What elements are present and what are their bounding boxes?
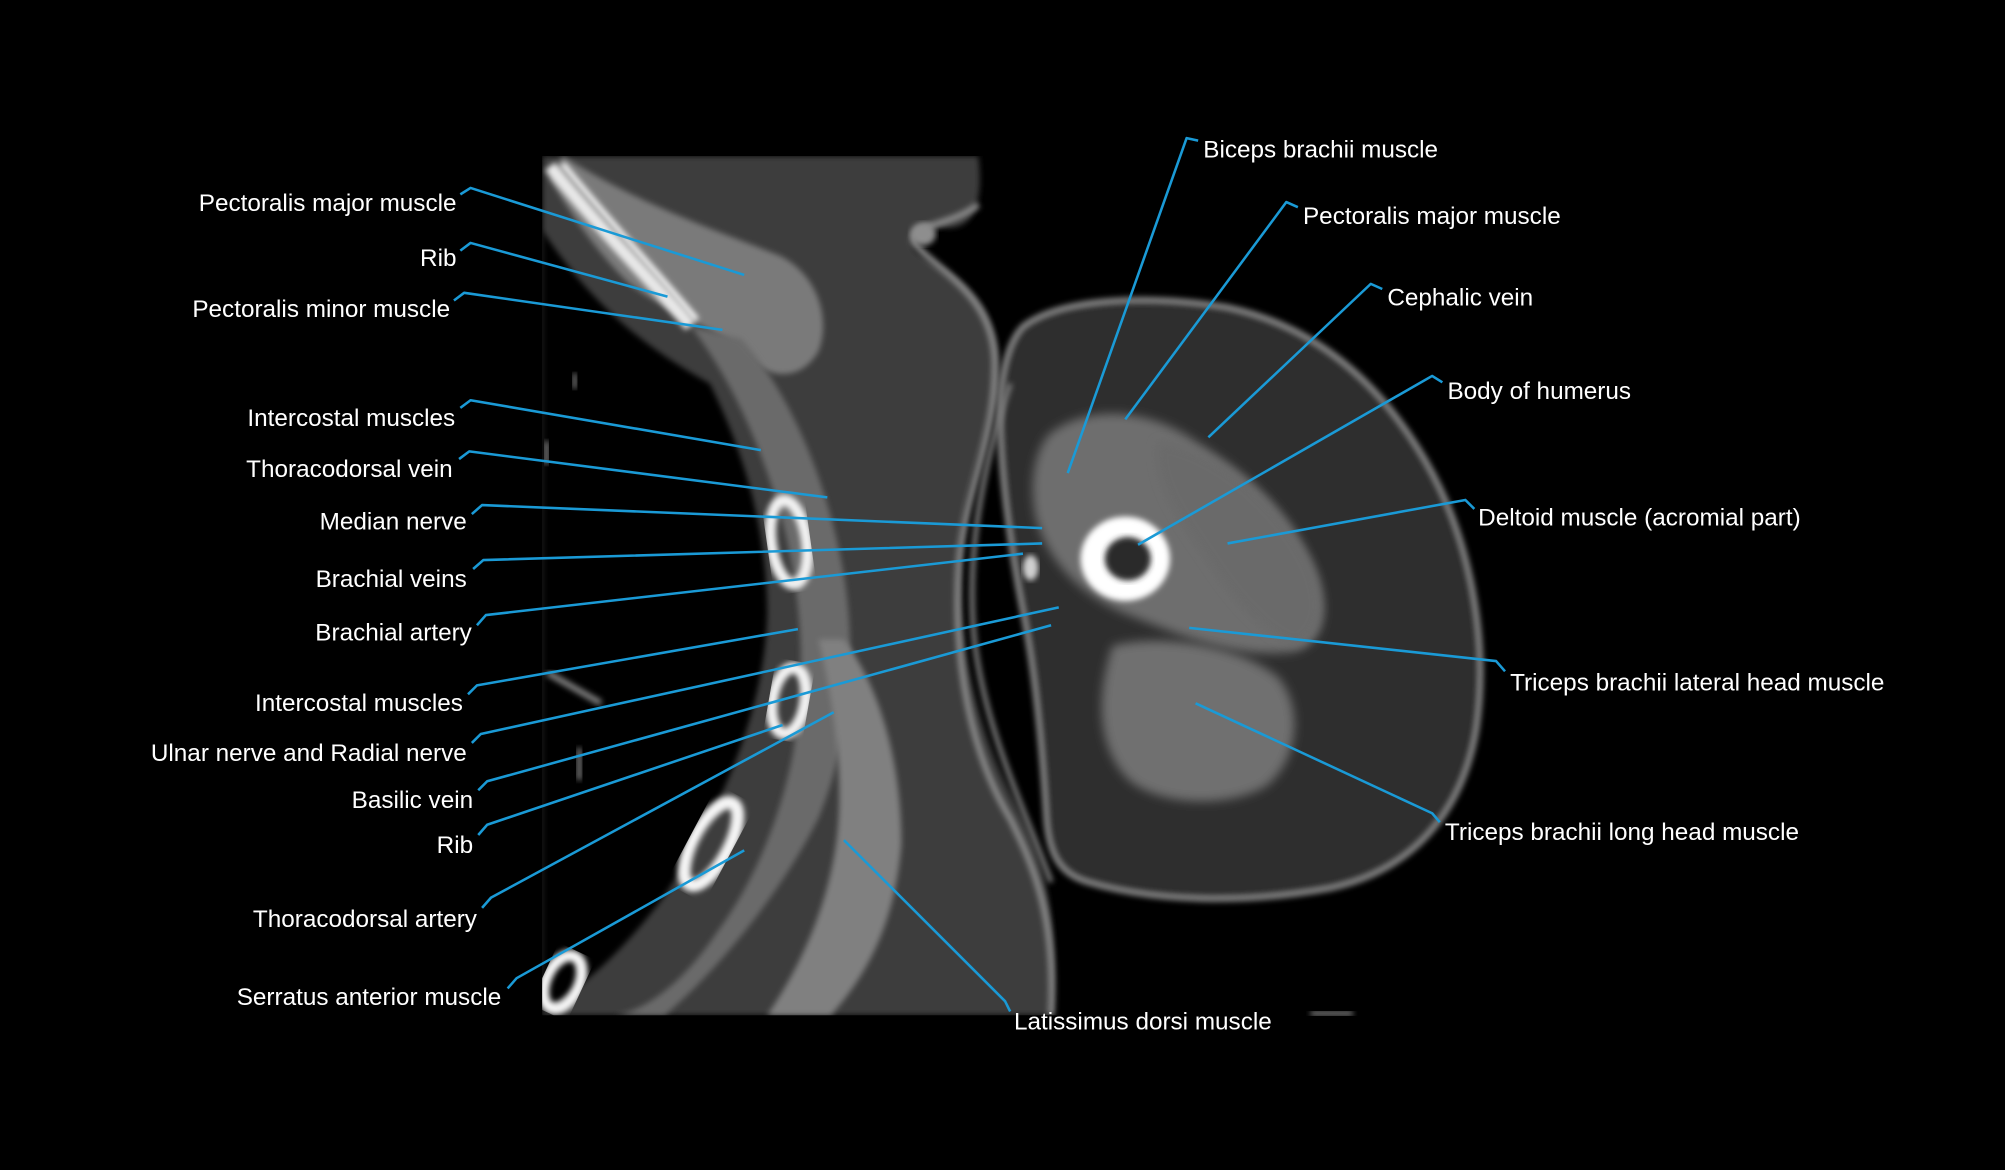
leader-line bbox=[477, 723, 783, 836]
annotation-triceps-long-head: Triceps brachii long head muscle bbox=[1195, 702, 1799, 846]
label-text: Pectoralis minor muscle bbox=[192, 296, 450, 323]
annotation-triceps-lateral-head: Triceps brachii lateral head muscle bbox=[1189, 626, 1884, 696]
label-text: Intercostal muscles bbox=[247, 405, 455, 432]
annotation-basilic-vein: Basilic vein bbox=[352, 624, 1052, 814]
annotation-intercostal-upper: Intercostal muscles bbox=[247, 398, 762, 452]
leader-line bbox=[453, 291, 723, 332]
label-text: Serratus anterior muscle bbox=[237, 984, 502, 1011]
leader-line bbox=[459, 398, 762, 452]
annotation-ulnar-radial-nerve: Ulnar nerve and Radial nerve bbox=[151, 606, 1060, 767]
annotation-brachial-veins: Brachial veins bbox=[316, 542, 1043, 593]
label-text: Thoracodorsal artery bbox=[253, 906, 478, 933]
annotation-pectoralis-minor: Pectoralis minor muscle bbox=[192, 291, 723, 332]
label-text: Median nerve bbox=[320, 508, 467, 535]
label-text: Brachial veins bbox=[316, 566, 467, 593]
label-text: Pectoralis major muscle bbox=[1303, 203, 1561, 230]
scan-artifact bbox=[1310, 1011, 1353, 1016]
annotation-pectoralis-major-right: Pectoralis major muscle bbox=[1124, 200, 1561, 421]
label-text: Pectoralis major muscle bbox=[199, 190, 457, 217]
annotation-rib-upper: Rib bbox=[420, 241, 668, 298]
label-text: Biceps brachii muscle bbox=[1203, 136, 1438, 163]
right-annotations: Biceps brachii muscle Pectoralis major m… bbox=[843, 136, 1884, 1035]
label-text: Thoracodorsal vein bbox=[246, 456, 453, 483]
leader-line bbox=[1066, 136, 1199, 474]
leader-line bbox=[1207, 282, 1383, 439]
annotation-rib-lower: Rib bbox=[437, 723, 783, 859]
annotation-body-of-humerus: Body of humerus bbox=[1137, 374, 1631, 546]
annotation-thoracodorsal-vein: Thoracodorsal vein bbox=[246, 450, 828, 499]
leader-line bbox=[477, 624, 1052, 792]
leader-line bbox=[1137, 374, 1444, 546]
label-text: Basilic vein bbox=[352, 787, 473, 814]
label-text: Ulnar nerve and Radial nerve bbox=[151, 740, 467, 767]
leader-line bbox=[1124, 200, 1299, 421]
annotation-serratus-anterior: Serratus anterior muscle bbox=[237, 849, 745, 1011]
leader-line bbox=[843, 839, 1012, 1013]
annotation-intercostal-lower: Intercostal muscles bbox=[255, 627, 799, 717]
leader-line bbox=[467, 627, 799, 696]
label-text: Rib bbox=[437, 832, 473, 859]
label-text: Rib bbox=[420, 245, 456, 272]
upper-arm-section bbox=[969, 297, 1484, 902]
leader-line bbox=[459, 186, 745, 277]
annotation-cephalic-vein: Cephalic vein bbox=[1207, 282, 1533, 439]
annotation-biceps-brachii: Biceps brachii muscle bbox=[1066, 136, 1438, 474]
annotation-thoracodorsal-artery: Thoracodorsal artery bbox=[253, 711, 835, 933]
leader-line bbox=[459, 241, 668, 298]
leader-line bbox=[472, 542, 1043, 570]
annotation-pectoralis-major-left: Pectoralis major muscle bbox=[199, 186, 745, 277]
annotation-median-nerve: Median nerve bbox=[320, 503, 1043, 535]
left-annotations: Pectoralis major muscle Rib Pectoralis m… bbox=[151, 186, 1060, 1011]
label-text: Brachial artery bbox=[315, 620, 472, 647]
annotation-brachial-artery: Brachial artery bbox=[315, 552, 1024, 647]
annotation-deltoid-acromial: Deltoid muscle (acromial part) bbox=[1227, 498, 1801, 545]
leader-line bbox=[470, 503, 1043, 530]
leader-line bbox=[506, 849, 745, 990]
label-text: Triceps brachii lateral head muscle bbox=[1510, 669, 1884, 696]
label-text: Intercostal muscles bbox=[255, 690, 463, 717]
label-text: Latissimus dorsi muscle bbox=[1014, 1008, 1272, 1035]
leader-line bbox=[1189, 626, 1506, 673]
label-text: Deltoid muscle (acromial part) bbox=[1478, 505, 1801, 532]
label-text: Triceps brachii long head muscle bbox=[1445, 819, 1799, 846]
label-text: Body of humerus bbox=[1447, 378, 1631, 405]
leader-line bbox=[470, 606, 1060, 744]
chest-wall-region bbox=[542, 156, 1056, 1016]
leader-line bbox=[1195, 702, 1441, 824]
leader-line bbox=[481, 711, 835, 909]
leader-line bbox=[1227, 498, 1476, 545]
annotation-latissimus-dorsi: Latissimus dorsi muscle bbox=[843, 839, 1272, 1035]
leader-line bbox=[458, 450, 828, 499]
leader-line bbox=[475, 552, 1024, 627]
label-text: Cephalic vein bbox=[1387, 285, 1533, 312]
